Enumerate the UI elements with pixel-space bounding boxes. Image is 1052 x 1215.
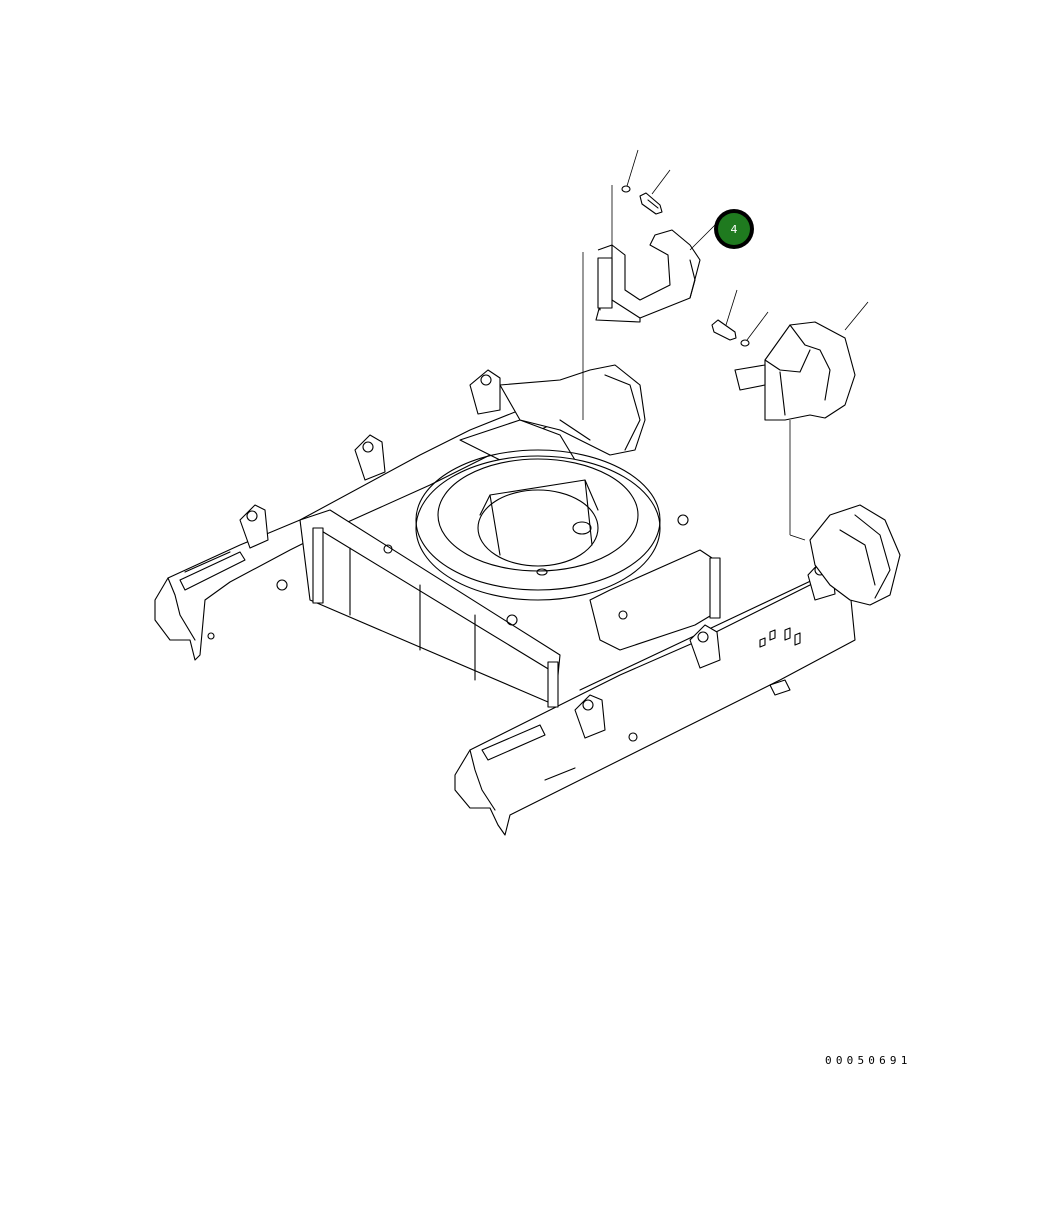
bolt — [639, 192, 663, 215]
callout-label: 4 — [731, 223, 738, 236]
bolt — [711, 319, 737, 341]
document-number: 00050691 — [825, 1054, 912, 1067]
left-bracket-guard — [595, 229, 701, 323]
swing-circle-mount — [415, 449, 661, 601]
washer — [740, 339, 750, 347]
track-frame — [154, 364, 901, 836]
callout-4[interactable]: 4 — [714, 209, 754, 249]
right-bracket-guard — [734, 321, 856, 421]
beam-flange-holes — [312, 527, 721, 708]
leader-lines — [582, 149, 869, 541]
washer — [621, 185, 631, 193]
